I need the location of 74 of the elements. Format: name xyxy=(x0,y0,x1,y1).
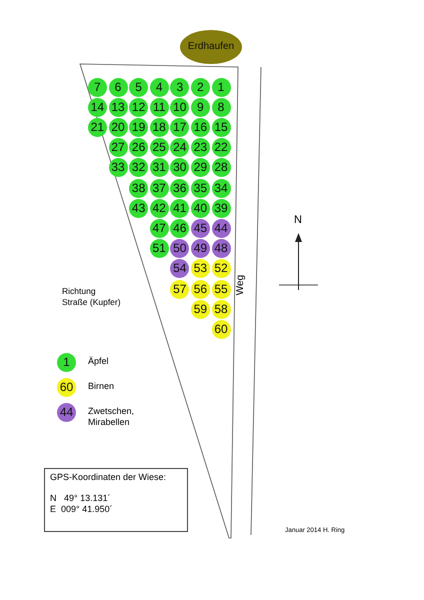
legend-swatch: 1 xyxy=(57,352,76,372)
tree-circle: 16 xyxy=(190,118,210,137)
tree-circle: 46 xyxy=(170,218,190,238)
tree-circle: 35 xyxy=(190,178,210,198)
tree-circle: 30 xyxy=(170,158,190,178)
tree-circle: 1 xyxy=(212,78,230,96)
path-label: Weg xyxy=(235,274,248,296)
tree-circle: 27 xyxy=(108,138,128,158)
tree-circle: 5 xyxy=(129,78,148,96)
tree-circle: 34 xyxy=(212,178,230,198)
tree-circle: 3 xyxy=(170,78,190,96)
tree-circle: 47 xyxy=(150,218,169,238)
tree-circle: 43 xyxy=(129,198,148,218)
tree-circle: 49 xyxy=(190,239,210,258)
tree-circle: 33 xyxy=(108,158,128,178)
legend-text: Birnen xyxy=(88,381,116,392)
tree-circle: 58 xyxy=(212,300,230,319)
tree-circle: 20 xyxy=(108,118,128,137)
tree-circle: 24 xyxy=(170,138,190,158)
tree-circle: 54 xyxy=(170,259,190,278)
tree-circle: 10 xyxy=(170,98,190,117)
tree-circle: 4 xyxy=(150,78,169,96)
tree-circle: 14 xyxy=(88,98,107,117)
tree-circle: 28 xyxy=(212,158,230,178)
legend-text: Zwetschen, Mirabellen xyxy=(88,406,136,428)
tree-circle: 2 xyxy=(190,78,210,96)
tree-circle: 51 xyxy=(150,239,169,258)
tree-circle: 22 xyxy=(212,138,230,158)
tree-circle: 39 xyxy=(212,198,230,218)
tree-circle: 9 xyxy=(190,98,210,117)
coordinate-text: E 009° 41.950´ xyxy=(50,504,114,515)
north-label: N xyxy=(294,214,302,227)
tree-circle: 6 xyxy=(108,78,128,96)
tree-circle: 42 xyxy=(150,198,169,218)
tree-circle: 40 xyxy=(190,198,210,218)
legend-text: Äpfel xyxy=(88,356,110,367)
tree-circle: 31 xyxy=(150,158,169,178)
box-heading: GPS-Koordinaten der Wiese: xyxy=(50,472,168,483)
tree-circle: 52 xyxy=(212,259,230,278)
tree-circle: 37 xyxy=(150,178,169,198)
tree-circle: 8 xyxy=(212,98,230,117)
tree-circle: 11 xyxy=(150,98,169,117)
tree-circle: 21 xyxy=(88,118,107,137)
tree-circle: 32 xyxy=(129,158,148,178)
tree-circle: 56 xyxy=(190,280,210,298)
legend-swatch: 44 xyxy=(57,402,76,422)
tree-circle: 23 xyxy=(190,138,210,158)
tree-circle: 13 xyxy=(108,98,128,117)
tree-circle: 15 xyxy=(212,118,230,137)
tree-circle: 60 xyxy=(212,320,230,339)
tree-circle: 57 xyxy=(170,280,190,298)
coordinate-text: N 49° 13.131´ xyxy=(50,493,112,504)
tree-circle: 26 xyxy=(129,138,148,158)
tree-circle: 7 xyxy=(88,78,107,96)
tree-circle: 50 xyxy=(170,239,190,258)
tree-circle: 29 xyxy=(190,158,210,178)
tree-circle: 55 xyxy=(212,280,230,298)
direction-note: Richtung Straße (Kupfer) xyxy=(62,286,122,308)
tree-circle: 18 xyxy=(150,118,169,137)
tree-circle: 41 xyxy=(170,198,190,218)
tree-circle: 19 xyxy=(129,118,148,137)
tree-circle: 36 xyxy=(170,178,190,198)
tree-circle: 38 xyxy=(129,178,148,198)
tree-circle: 45 xyxy=(190,218,210,238)
tree-circle: 12 xyxy=(129,98,148,117)
tree-circle: 17 xyxy=(170,118,190,137)
tree-circle: 59 xyxy=(190,300,210,319)
tree-circle: 48 xyxy=(212,239,230,258)
coordinates-box xyxy=(44,468,188,532)
legend-swatch: 60 xyxy=(57,378,76,396)
mound-ellipse: Erdhaufen xyxy=(180,30,242,64)
tree-circle: 44 xyxy=(212,218,230,238)
tree-circle: 53 xyxy=(190,259,210,278)
tree-circle: 25 xyxy=(150,138,169,158)
